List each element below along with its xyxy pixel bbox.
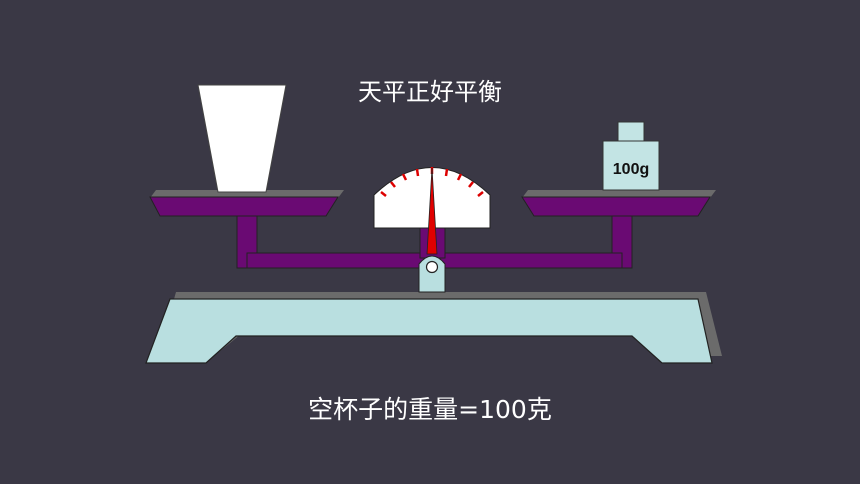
right-pan xyxy=(521,196,711,217)
dial-ticks xyxy=(380,167,484,197)
weight-label: 100g xyxy=(613,161,649,178)
result-text: 空杯子的重量=100克 xyxy=(308,395,552,424)
empty-cup xyxy=(197,84,287,193)
weight-handle xyxy=(617,121,645,143)
pivot-pin xyxy=(425,260,439,274)
scale-base xyxy=(145,298,713,364)
left-pan xyxy=(149,196,339,217)
pivot-block xyxy=(418,255,446,293)
left-pan-top xyxy=(150,190,344,198)
weight-body xyxy=(602,140,660,191)
title-text: 天平正好平衡 xyxy=(358,78,502,106)
dial-needle xyxy=(426,167,438,255)
right-pan-top xyxy=(522,190,716,198)
